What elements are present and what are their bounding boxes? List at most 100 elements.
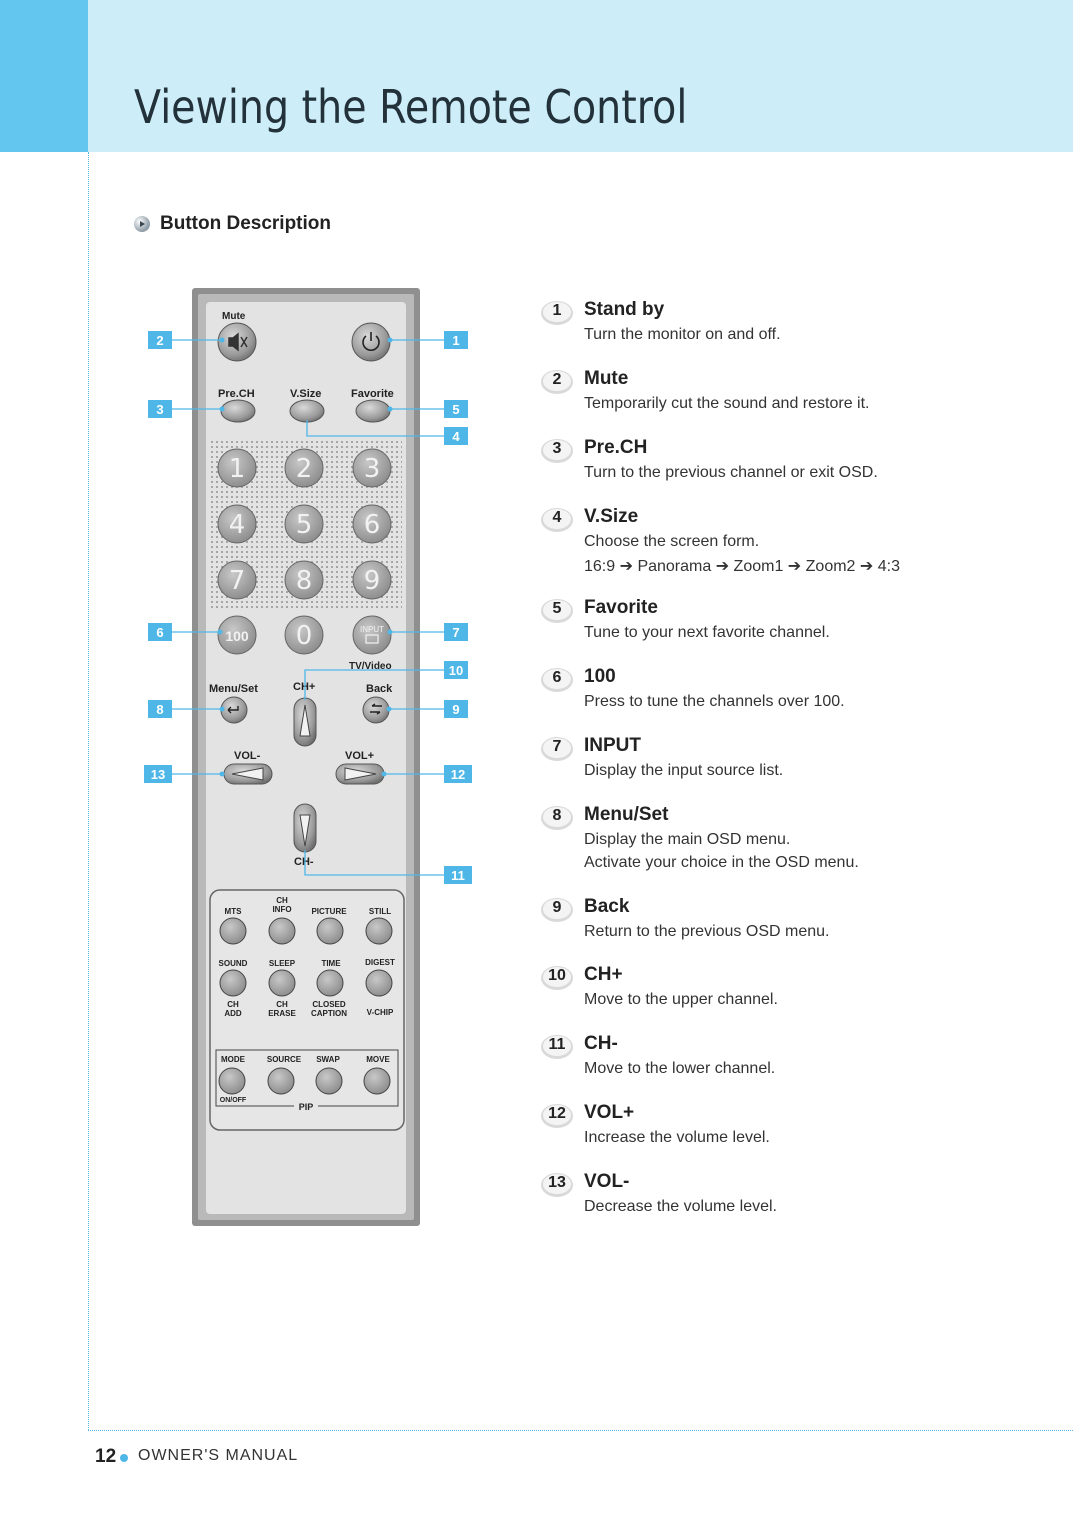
sleep-label: SLEEP bbox=[269, 959, 296, 968]
number-badge: 11 bbox=[540, 1033, 574, 1061]
digit-key[interactable] bbox=[284, 615, 324, 655]
desc-title: Favorite bbox=[584, 597, 658, 618]
digit-label: 2 bbox=[296, 454, 313, 484]
back-label: Back bbox=[366, 683, 393, 695]
number-badge: 10 bbox=[540, 964, 574, 992]
digit-key[interactable] bbox=[284, 448, 324, 488]
callout-number: 11 bbox=[451, 868, 465, 883]
desc-line: Display the main OSD menu. bbox=[584, 831, 791, 848]
prech-label: Pre.CH bbox=[218, 388, 255, 400]
digit-key[interactable] bbox=[217, 504, 257, 544]
digest-button[interactable] bbox=[365, 969, 393, 997]
chinfo-button[interactable] bbox=[268, 917, 296, 945]
callout-tag bbox=[444, 331, 468, 349]
number-badge: 1 bbox=[540, 299, 574, 327]
callout-tag bbox=[444, 623, 468, 641]
number-badge: 3 bbox=[540, 437, 574, 465]
digit-key[interactable] bbox=[352, 448, 392, 488]
callout-tag bbox=[444, 400, 468, 418]
favorite-button[interactable] bbox=[355, 399, 391, 423]
back-button[interactable] bbox=[362, 696, 390, 724]
tvvideo-label: TV/Video bbox=[349, 661, 392, 672]
callout-tag bbox=[444, 765, 472, 783]
digit-key[interactable] bbox=[352, 504, 392, 544]
footer-bullet bbox=[120, 1454, 128, 1462]
digit-label: 3 bbox=[364, 454, 381, 484]
number-badge-text: 4 bbox=[552, 509, 562, 526]
chadd-label-2: ADD bbox=[224, 1009, 242, 1018]
still-button[interactable] bbox=[365, 917, 393, 945]
down-arrow-icon bbox=[299, 814, 311, 847]
section-title: Button Description bbox=[160, 213, 331, 234]
number-badge-text: 7 bbox=[552, 738, 562, 755]
digit-key[interactable] bbox=[284, 560, 324, 600]
up-arrow-icon bbox=[299, 704, 311, 737]
digit-key[interactable] bbox=[217, 560, 257, 600]
sleep-button[interactable] bbox=[268, 969, 296, 997]
number-badge: 2 bbox=[540, 368, 574, 396]
closed-caption-label-2: CAPTION bbox=[311, 1009, 347, 1018]
prech-button[interactable] bbox=[220, 399, 256, 423]
bottom-dotted-rule bbox=[88, 1430, 1073, 1431]
pip-source-button[interactable] bbox=[267, 1067, 295, 1095]
desc-title: Pre.CH bbox=[584, 437, 648, 458]
number-badge: 4 bbox=[540, 506, 574, 534]
desc-line: Temporarily cut the sound and restore it… bbox=[584, 395, 870, 412]
desc-title: CH- bbox=[584, 1033, 618, 1054]
picture-button[interactable] bbox=[316, 917, 344, 945]
callout-tag bbox=[444, 866, 472, 884]
cherase-label-1: CH bbox=[276, 1000, 288, 1009]
number-badge-text: 1 bbox=[552, 302, 562, 319]
desc-line: Activate your choice in the OSD menu. bbox=[584, 854, 859, 871]
desc-title: V.Size bbox=[584, 506, 639, 527]
chinfo-label-2: INFO bbox=[272, 905, 291, 914]
vsize-button[interactable] bbox=[289, 399, 325, 423]
desc-line: Tune to your next favorite channel. bbox=[584, 624, 830, 641]
number-badge: 9 bbox=[540, 896, 574, 924]
hundred-key[interactable] bbox=[217, 615, 257, 655]
sound-button[interactable] bbox=[219, 969, 247, 997]
callout-tag bbox=[148, 700, 172, 718]
mute-icon bbox=[228, 332, 248, 352]
mts-label: MTS bbox=[225, 907, 243, 916]
enter-icon bbox=[227, 706, 239, 714]
digit-label: 5 bbox=[296, 510, 313, 540]
sound-label: SOUND bbox=[219, 959, 248, 968]
desc-title: VOL+ bbox=[584, 1102, 635, 1123]
time-button[interactable] bbox=[316, 969, 344, 997]
mute-label: Mute bbox=[222, 311, 246, 322]
number-badge-text: 10 bbox=[548, 967, 566, 984]
remote-control-illustration: Mute Pre.CH V.Size Favorite 1 2 3 4 5 6 … bbox=[144, 288, 472, 1226]
pip-mode-button[interactable] bbox=[218, 1067, 246, 1095]
pip-move-button[interactable] bbox=[363, 1067, 391, 1095]
callout-number: 9 bbox=[452, 702, 459, 717]
digit-key[interactable] bbox=[217, 448, 257, 488]
number-badge: 5 bbox=[540, 597, 574, 625]
desc-title: 100 bbox=[584, 666, 616, 687]
desc-title: Menu/Set bbox=[584, 804, 669, 825]
desc-line: Display the input source list. bbox=[584, 762, 784, 779]
cherase-label-2: ERASE bbox=[268, 1009, 296, 1018]
desc-line: 16:9 ➔ Panorama ➔ Zoom1 ➔ Zoom2 ➔ 4:3 bbox=[584, 558, 900, 575]
function-panel bbox=[209, 889, 405, 1131]
desc-title: Back bbox=[584, 896, 630, 917]
picture-label: PICTURE bbox=[311, 907, 347, 916]
standby-button[interactable] bbox=[351, 322, 391, 362]
callout-number: 8 bbox=[156, 702, 163, 717]
digit-key[interactable] bbox=[284, 504, 324, 544]
page-number: 12 bbox=[95, 1446, 117, 1467]
desc-title: CH+ bbox=[584, 964, 623, 985]
chminus-label: CH- bbox=[294, 856, 314, 868]
desc-line: Turn the monitor on and off. bbox=[584, 326, 781, 343]
digit-key[interactable] bbox=[352, 560, 392, 600]
callout-number: 3 bbox=[156, 402, 163, 417]
mts-button[interactable] bbox=[219, 917, 247, 945]
callout-number: 2 bbox=[156, 333, 163, 348]
number-badge-text: 3 bbox=[552, 440, 562, 457]
callout-number: 5 bbox=[452, 402, 459, 417]
pip-swap-button[interactable] bbox=[315, 1067, 343, 1095]
callout-tag bbox=[144, 765, 172, 783]
time-label: TIME bbox=[321, 959, 341, 968]
desc-line: Choose the screen form. bbox=[584, 533, 760, 550]
callout-number: 6 bbox=[156, 625, 163, 640]
